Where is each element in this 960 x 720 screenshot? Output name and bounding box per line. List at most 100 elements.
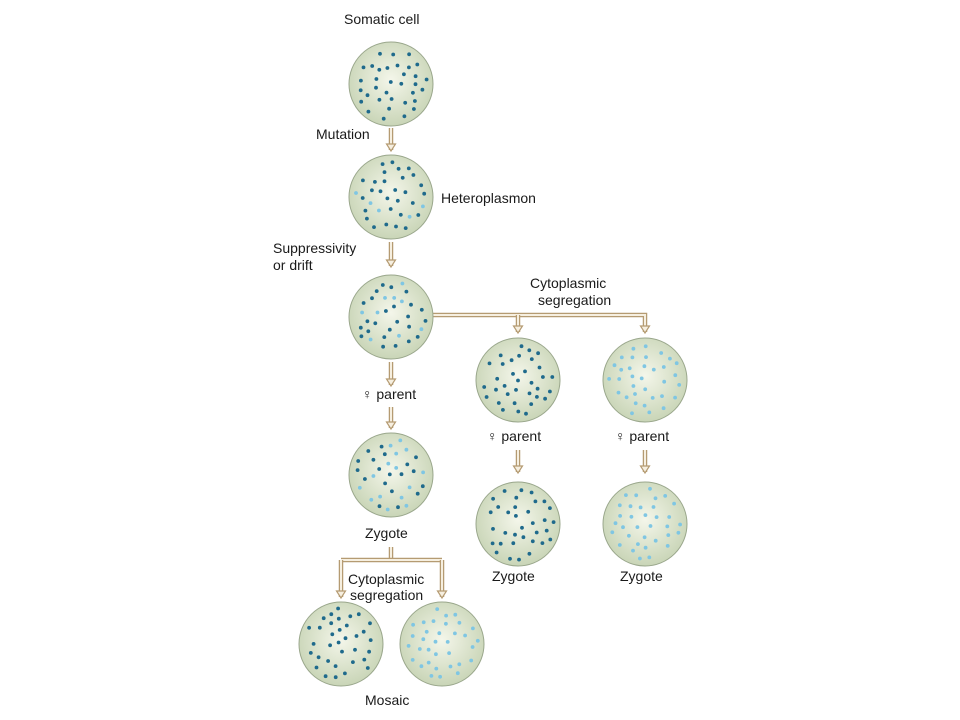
mitochondrion-light-dot	[399, 495, 404, 500]
mitochondrion-dark-dot	[541, 375, 545, 379]
mitochondrion-light-dot	[678, 522, 682, 527]
arrow-to-zygote-left	[385, 407, 397, 431]
mitochondrion-dark-dot	[371, 457, 376, 462]
mitochondrion-dark-dot	[542, 518, 547, 522]
arrow-seg-mid	[512, 315, 524, 335]
mitochondrion-dark-dot	[413, 74, 418, 79]
mitochondrion-dark-dot	[329, 612, 334, 617]
mitochondrion-light-dot	[618, 514, 622, 518]
mitochondrion-dark-dot	[517, 353, 521, 358]
mitochondrion-dark-dot	[351, 660, 355, 664]
arrow-drift	[385, 242, 397, 269]
mitochondrion-dark-dot	[411, 469, 416, 474]
mitochondrion-dark-dot	[330, 632, 335, 637]
mitochondrion-dark-dot	[370, 64, 375, 68]
mitochondrion-light-dot	[627, 366, 632, 371]
mitochondrion-dark-dot	[496, 505, 501, 509]
mitochondrion-dark-dot	[519, 344, 524, 349]
mitochondrion-light-dot	[435, 607, 440, 611]
mitochondrion-dark-dot	[511, 541, 516, 546]
mitochondrion-dark-dot	[411, 173, 416, 177]
mitochondrion-light-dot	[633, 401, 638, 406]
mitochondrion-dark-dot	[416, 213, 421, 217]
mitochondrion-dark-dot	[355, 468, 360, 472]
mitochondrion-dark-dot	[392, 304, 396, 309]
mitochondrion-dark-dot	[381, 116, 386, 121]
mitochondrion-dark-dot	[506, 510, 511, 515]
mitochondrion-light-dot	[673, 395, 677, 400]
mitochondrion-dark-dot	[361, 301, 366, 305]
cell-zygote-mid	[475, 481, 561, 567]
mitochondrion-light-dot	[392, 296, 397, 300]
mitochondrion-dark-dot	[358, 325, 363, 330]
mitochondrion-dark-dot	[314, 665, 319, 670]
mitochondrion-dark-dot	[491, 496, 495, 501]
mitochondrion-light-dot	[651, 367, 656, 372]
arrow-mid-to-zygote	[512, 450, 524, 475]
mitochondrion-dark-dot	[498, 353, 503, 358]
mitochondrion-dark-dot	[527, 348, 532, 353]
label-cyto-seg-bottom-2: segregation	[350, 587, 424, 603]
mitochondrion-dark-dot	[530, 521, 535, 525]
mitochondrion-light-dot	[469, 658, 474, 663]
mitochondrion-dark-dot	[508, 556, 512, 561]
mitochondrion-light-dot	[612, 363, 617, 368]
mitochondrion-light-dot	[394, 466, 399, 470]
mitochondrion-light-dot	[638, 556, 642, 561]
mitochondrion-light-dot	[444, 621, 448, 626]
mitochondrion-dark-dot	[382, 179, 387, 184]
mitochondrion-dark-dot	[516, 378, 520, 383]
mitochondrion-dark-dot	[514, 514, 518, 518]
mitochondrion-dark-dot	[494, 550, 499, 555]
mitochondrion-dark-dot	[384, 90, 389, 95]
mitochondrion-light-dot	[419, 327, 424, 332]
mitochondrion-dark-dot	[370, 296, 374, 301]
cell-mosaic-light	[399, 601, 485, 687]
mitochondrion-light-dot	[434, 666, 439, 671]
mitochondrion-light-dot	[407, 214, 412, 219]
mitochondrion-dark-dot	[516, 409, 521, 414]
mitochondrion-dark-dot	[494, 387, 498, 392]
mitochondrion-dark-dot	[363, 477, 367, 481]
arrow-seg-right	[433, 312, 651, 335]
mitochondrion-dark-dot	[384, 309, 388, 313]
mitochondrion-dark-dot	[536, 351, 540, 356]
cell-heteroplasmon	[348, 154, 434, 240]
mitochondrion-light-dot	[407, 485, 412, 490]
mitochondrion-dark-dot	[514, 388, 518, 392]
mitochondrion-light-dot	[630, 355, 635, 360]
mitochondrion-light-dot	[643, 387, 648, 392]
mitochondrion-dark-dot	[391, 52, 396, 57]
mitochondrion-dark-dot	[406, 166, 411, 171]
mitochondrion-light-dot	[674, 361, 679, 366]
mitochondrion-light-dot	[624, 395, 629, 400]
mitochondrion-dark-dot	[368, 621, 372, 626]
mitochondrion-dark-dot	[377, 67, 382, 72]
cell-seg-light	[602, 337, 688, 423]
mitochondrion-dark-dot	[336, 606, 340, 611]
label-heteroplasmon: Heteroplasmon	[441, 190, 536, 206]
mitochondrion-light-dot	[437, 631, 442, 636]
cell-body	[399, 601, 485, 687]
mitochondrion-dark-dot	[403, 100, 408, 105]
mitochondrion-light-dot	[631, 548, 635, 553]
connector-arrows	[335, 128, 651, 600]
mitochondrion-dark-dot	[389, 97, 394, 101]
mitochondrion-light-dot	[630, 374, 635, 379]
mitochondrion-dark-dot	[384, 222, 389, 227]
mitochondrion-dark-dot	[502, 384, 507, 388]
cell-body	[602, 337, 688, 423]
cell-seg-dark	[475, 337, 561, 423]
mitochondrion-dark-dot	[344, 623, 349, 628]
mitochondrion-light-dot	[636, 542, 640, 546]
mitochondrion-dark-dot	[323, 674, 328, 679]
mitochondrion-dark-dot	[520, 525, 524, 530]
mitochondrion-dark-dot	[529, 380, 534, 385]
mitochondrion-light-dot	[677, 383, 682, 387]
mitochondrion-dark-dot	[390, 489, 394, 494]
mitochondrion-dark-dot	[337, 628, 342, 632]
mitochondrion-light-dot	[663, 494, 668, 498]
mitochondrion-dark-dot	[551, 520, 556, 524]
mitochondrion-light-dot	[471, 626, 475, 631]
